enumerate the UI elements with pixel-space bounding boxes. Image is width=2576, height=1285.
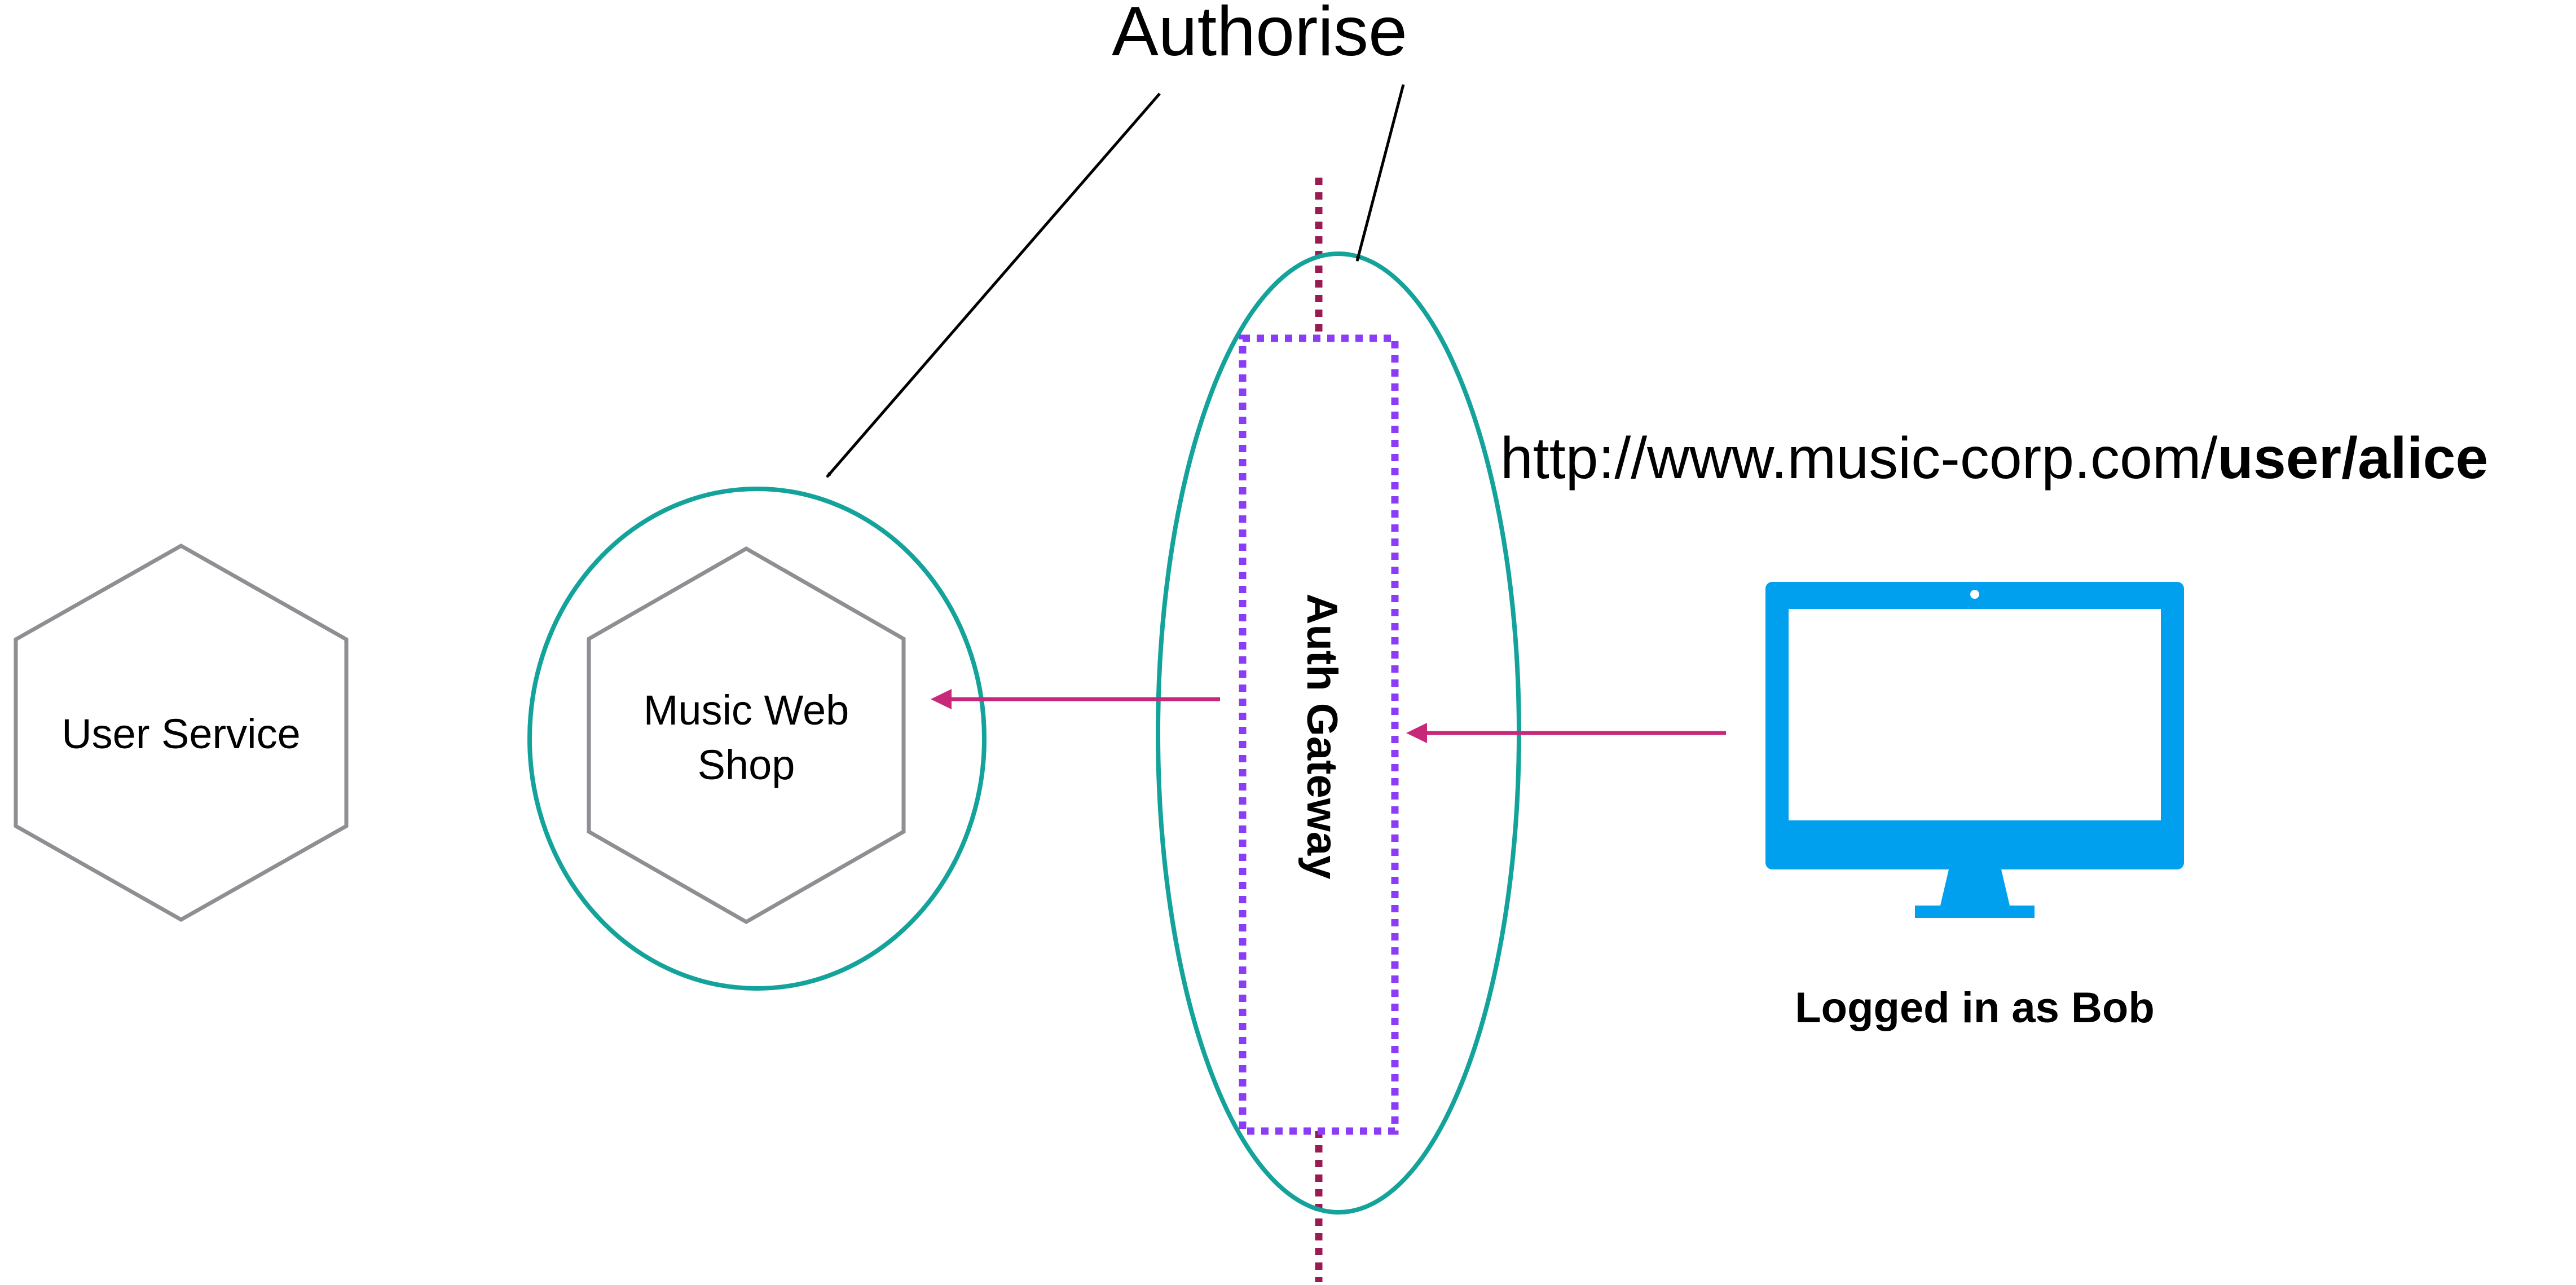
music-web-shop-hexagon (587, 546, 906, 925)
music-web-shop-label-line2: Shop (698, 741, 795, 788)
request-url-prefix: http://www.music-corp.com/ (1500, 426, 2218, 491)
user-service-hexagon (14, 543, 349, 922)
request-arrow-gateway-to-shop-head (931, 689, 952, 709)
desktop-monitor-icon (1765, 582, 2184, 918)
music-web-shop-label-line1: Music Web (644, 687, 849, 734)
music-web-shop-authorise-ellipse (527, 487, 987, 991)
request-arrow-client-to-gateway-head (1406, 723, 1427, 743)
authorise-arrow-to-shop (826, 92, 1161, 478)
authorise-title: Authorise (1112, 0, 1407, 70)
request-url-path: user/alice (2217, 426, 2488, 491)
auth-gateway-label: Auth Gateway (1298, 594, 1346, 880)
user-service-label: User Service (61, 710, 301, 757)
request-url: http://www.music-corp.com/user/alice (1500, 426, 2488, 491)
client-caption: Logged in as Bob (1795, 984, 2155, 1032)
auth-gateway-box (1239, 334, 1399, 1135)
authorise-arrow-to-gateway (1355, 84, 1405, 262)
